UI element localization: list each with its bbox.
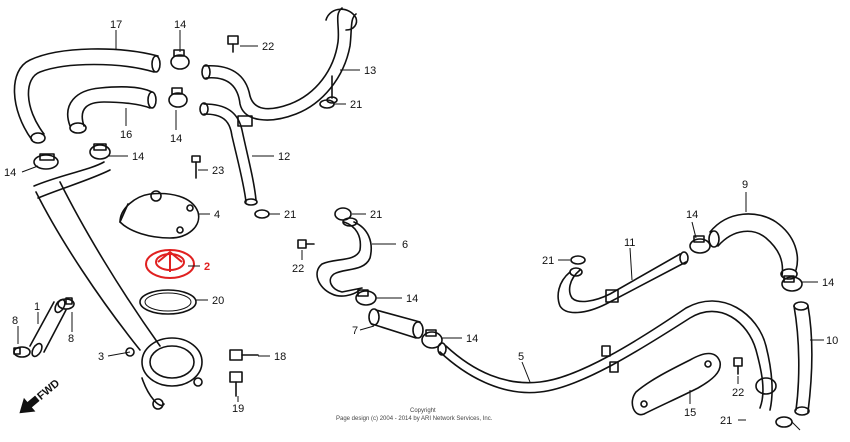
callout-1[interactable]: 1 (34, 301, 40, 313)
part-7-hose[interactable] (368, 308, 424, 339)
callout-12[interactable]: 12 (278, 151, 290, 163)
callout-11[interactable]: 11 (624, 237, 635, 249)
forward-arrow-icon (19, 395, 40, 414)
part-21-o-ring-b[interactable] (254, 209, 270, 219)
part-5-pipe[interactable] (437, 300, 777, 411)
callout-14-e[interactable]: 14 (406, 293, 418, 305)
callout-17[interactable]: 17 (110, 19, 122, 31)
callout-4[interactable]: 4 (214, 209, 220, 221)
part-2-thermostat[interactable] (145, 249, 195, 279)
callout-8-b[interactable]: 8 (68, 333, 74, 345)
callout-8-a[interactable]: 8 (12, 315, 18, 327)
callout-14-b[interactable]: 14 (170, 133, 182, 145)
part-14-clamp-g[interactable] (689, 235, 711, 254)
callout-3[interactable]: 3 (98, 351, 104, 363)
part-14-clamp-h[interactable] (781, 275, 803, 292)
part-19-bolt[interactable] (229, 371, 243, 397)
callout-7[interactable]: 7 (352, 325, 358, 337)
part-21-o-ring-d[interactable] (570, 255, 586, 265)
callout-labels: 17 14 14 14 14 16 22 13 21 12 23 4 21 2 … (4, 19, 838, 427)
part-12-pipe[interactable] (199, 102, 258, 206)
part-14-clamp-f[interactable] (421, 329, 443, 349)
part-2-highlight (145, 249, 195, 279)
copyright-title: Copyright (410, 408, 436, 414)
part-3-pipe[interactable] (33, 161, 203, 410)
callout-9[interactable]: 9 (742, 179, 748, 191)
callout-6[interactable]: 6 (402, 239, 408, 251)
callout-15[interactable]: 15 (684, 407, 696, 419)
part-11-pipe[interactable] (557, 251, 689, 314)
callout-10[interactable]: 10 (826, 335, 838, 347)
callout-19[interactable]: 19 (232, 403, 244, 415)
callout-14-g[interactable]: 14 (686, 209, 698, 221)
part-10-hose[interactable] (793, 301, 813, 416)
callout-13[interactable]: 13 (364, 65, 376, 77)
callout-14-d[interactable]: 14 (132, 151, 144, 163)
part-22-bolt-right[interactable] (733, 357, 743, 375)
part-14-clamp-c[interactable] (33, 153, 59, 170)
callout-20[interactable]: 20 (212, 295, 224, 307)
part-22-bolt-top[interactable] (227, 35, 239, 53)
callout-21-b[interactable]: 21 (284, 209, 296, 221)
callout-14-c[interactable]: 14 (4, 167, 16, 179)
part-14-clamp-d[interactable] (89, 143, 111, 160)
part-15-bracket[interactable] (631, 352, 722, 416)
callout-21-c[interactable]: 21 (370, 209, 382, 221)
leader-lines (17, 30, 824, 431)
part-14-clamp-b[interactable] (168, 87, 188, 108)
part-6-pipe[interactable] (316, 217, 372, 297)
part-18-bolt[interactable] (229, 349, 259, 361)
callout-22-b[interactable]: 22 (292, 263, 304, 275)
part-14-clamp-e[interactable] (355, 289, 377, 306)
callout-21-e[interactable]: 21 (720, 415, 732, 427)
forward-label: FWD (35, 377, 62, 402)
callout-14-h[interactable]: 14 (822, 277, 834, 289)
callout-22-a[interactable]: 22 (262, 41, 274, 53)
part-9-hose[interactable] (708, 213, 799, 280)
callout-21-a[interactable]: 21 (350, 99, 362, 111)
part-22-bolt-mid[interactable] (297, 239, 315, 249)
part-4-thermostat-housing[interactable] (119, 190, 200, 239)
callout-14-a[interactable]: 14 (174, 19, 186, 31)
callout-18[interactable]: 18 (274, 351, 286, 363)
callout-22-c[interactable]: 22 (732, 387, 744, 399)
part-8-clamp-a[interactable] (13, 346, 31, 358)
callout-14-f[interactable]: 14 (466, 333, 478, 345)
forward-direction-indicator: FWD (19, 377, 62, 414)
part-13-pipe[interactable] (201, 7, 358, 121)
part-14-clamp-a[interactable] (170, 49, 190, 70)
part-23-bolt[interactable] (191, 155, 201, 179)
callout-21-d[interactable]: 21 (542, 255, 554, 267)
callout-16[interactable]: 16 (120, 129, 132, 141)
part-20-o-ring[interactable] (139, 289, 197, 315)
part-21-o-ring-e[interactable] (775, 416, 793, 428)
part-17-hose[interactable] (13, 48, 161, 144)
callout-23[interactable]: 23 (212, 165, 224, 177)
part-16-hose[interactable] (66, 86, 157, 134)
part-8-clamp-b[interactable] (57, 297, 75, 310)
callout-5[interactable]: 5 (518, 351, 524, 363)
callout-2[interactable]: 2 (204, 261, 210, 273)
copyright-text: Page design (c) 2004 - 2014 by ARI Netwo… (336, 416, 493, 422)
